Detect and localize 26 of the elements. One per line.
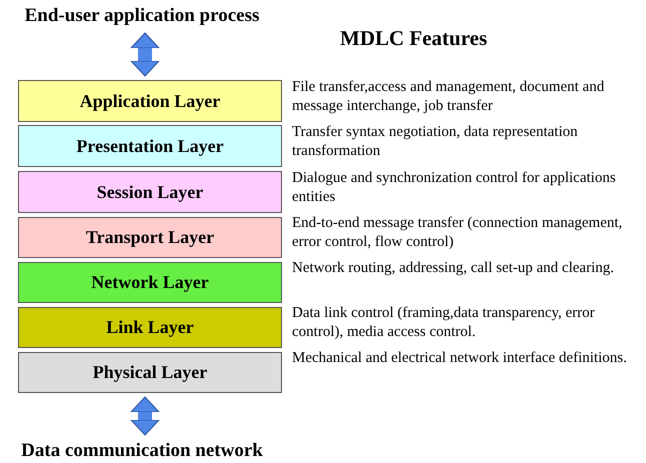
- column-heading: MDLC Features: [340, 26, 488, 51]
- layer-name: Session Layer: [96, 182, 204, 202]
- layer-box: [18, 125, 282, 167]
- feature-description: Transfer syntax negotiation, data representation transformation: [292, 123, 579, 161]
- feature-description: Network routing, addressing, call set-up and clearing.: [292, 259, 615, 278]
- layer-name: Transport Layer: [86, 227, 214, 248]
- double-arrow: [130, 32, 160, 76]
- layer-box: [18, 262, 282, 303]
- layer-box: [18, 307, 282, 348]
- layer-box: [18, 80, 282, 122]
- feature-description: End-to-end message transfer (connection management, error control, flow control): [292, 214, 624, 252]
- layer-name: Application Layer: [80, 90, 220, 112]
- layer-name: Network Layer: [91, 272, 209, 293]
- layer-box: [18, 352, 282, 393]
- endpoint-text: End-user application process: [2, 3, 282, 29]
- layer-name: Physical Layer: [92, 362, 208, 383]
- feature-description: File transfer,access and management, document and message interchange, job transfer: [292, 78, 606, 116]
- double-arrow: [130, 396, 160, 436]
- layer-box: [18, 217, 282, 258]
- feature-description: Data link control (framing,data transparency, error control), media access control.: [292, 304, 596, 342]
- feature-description: Dialogue and synchronization control for applications entities: [292, 169, 617, 207]
- layer-name: Link Layer: [106, 317, 194, 338]
- endpoint-text: Data communication network: [2, 439, 282, 463]
- layer-name: Presentation Layer: [76, 136, 224, 156]
- layer-box: [18, 171, 282, 213]
- feature-description: Mechanical and electrical network interface definitions.: [292, 349, 628, 368]
